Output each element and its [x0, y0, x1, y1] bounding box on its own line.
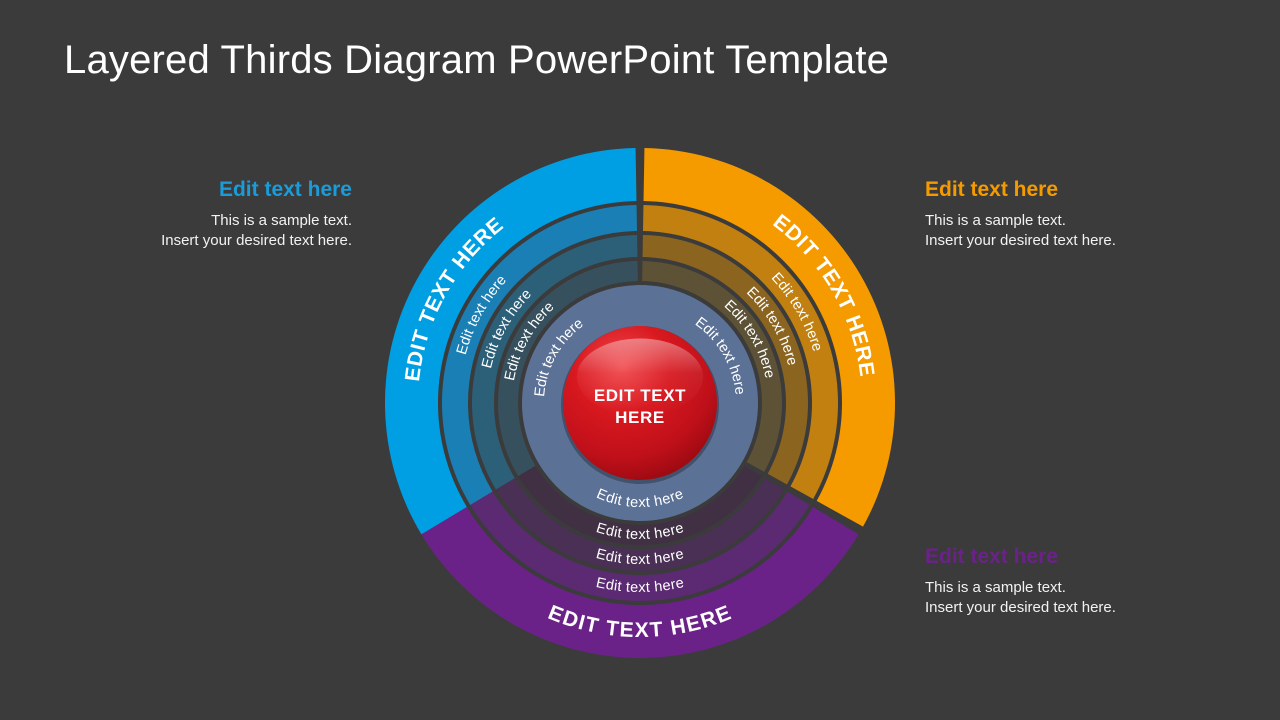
- callout-right-bottom-heading: Edit text here: [925, 545, 1059, 568]
- purple-ring-3[interactable]: [495, 478, 785, 571]
- callout-right-top[interactable]: Edit text here This is a sample text. In…: [925, 178, 1225, 251]
- orange-ring-1[interactable]: [643, 148, 895, 527]
- purple-ring-4-label: Edit text here: [594, 520, 685, 543]
- purple-ring-4[interactable]: [518, 465, 762, 545]
- blue-ring-2[interactable]: [442, 205, 637, 505]
- page-title: Layered Thirds Diagram PowerPoint Templa…: [64, 38, 890, 82]
- purple-ring-1[interactable]: [421, 507, 859, 659]
- sector-layer: [384, 148, 895, 659]
- callout-right-top-body: This is a sample text. Insert your desir…: [925, 212, 1116, 249]
- orange-ring-4[interactable]: [642, 261, 782, 472]
- callout-left-body: This is a sample text. Insert your desir…: [161, 212, 352, 249]
- callout-left-heading: Edit text here: [218, 178, 352, 201]
- orange-sector[interactable]: [642, 148, 895, 527]
- callout-right-bottom[interactable]: Edit text here This is a sample text. In…: [925, 545, 1225, 618]
- core-gloss: [576, 338, 704, 416]
- purple-ring-2-label: Edit text here: [595, 575, 686, 596]
- blue-sector[interactable]: [384, 148, 638, 535]
- blue-ring-3[interactable]: [472, 235, 638, 490]
- callout-right-top-heading: Edit text here: [925, 178, 1059, 201]
- blue-ring-4[interactable]: [498, 261, 638, 477]
- orange-ring-3[interactable]: [642, 235, 808, 485]
- purple-ring-2[interactable]: [470, 491, 810, 601]
- purple-sector[interactable]: [421, 465, 859, 659]
- callout-right-bottom-body: This is a sample text. Insert your desir…: [925, 579, 1116, 616]
- callout-left[interactable]: Edit text here This is a sample text. In…: [52, 178, 352, 251]
- orange-ring-2[interactable]: [643, 205, 839, 499]
- blue-ring-1[interactable]: [384, 148, 637, 535]
- purple-ring-3-label: Edit text here: [594, 546, 685, 568]
